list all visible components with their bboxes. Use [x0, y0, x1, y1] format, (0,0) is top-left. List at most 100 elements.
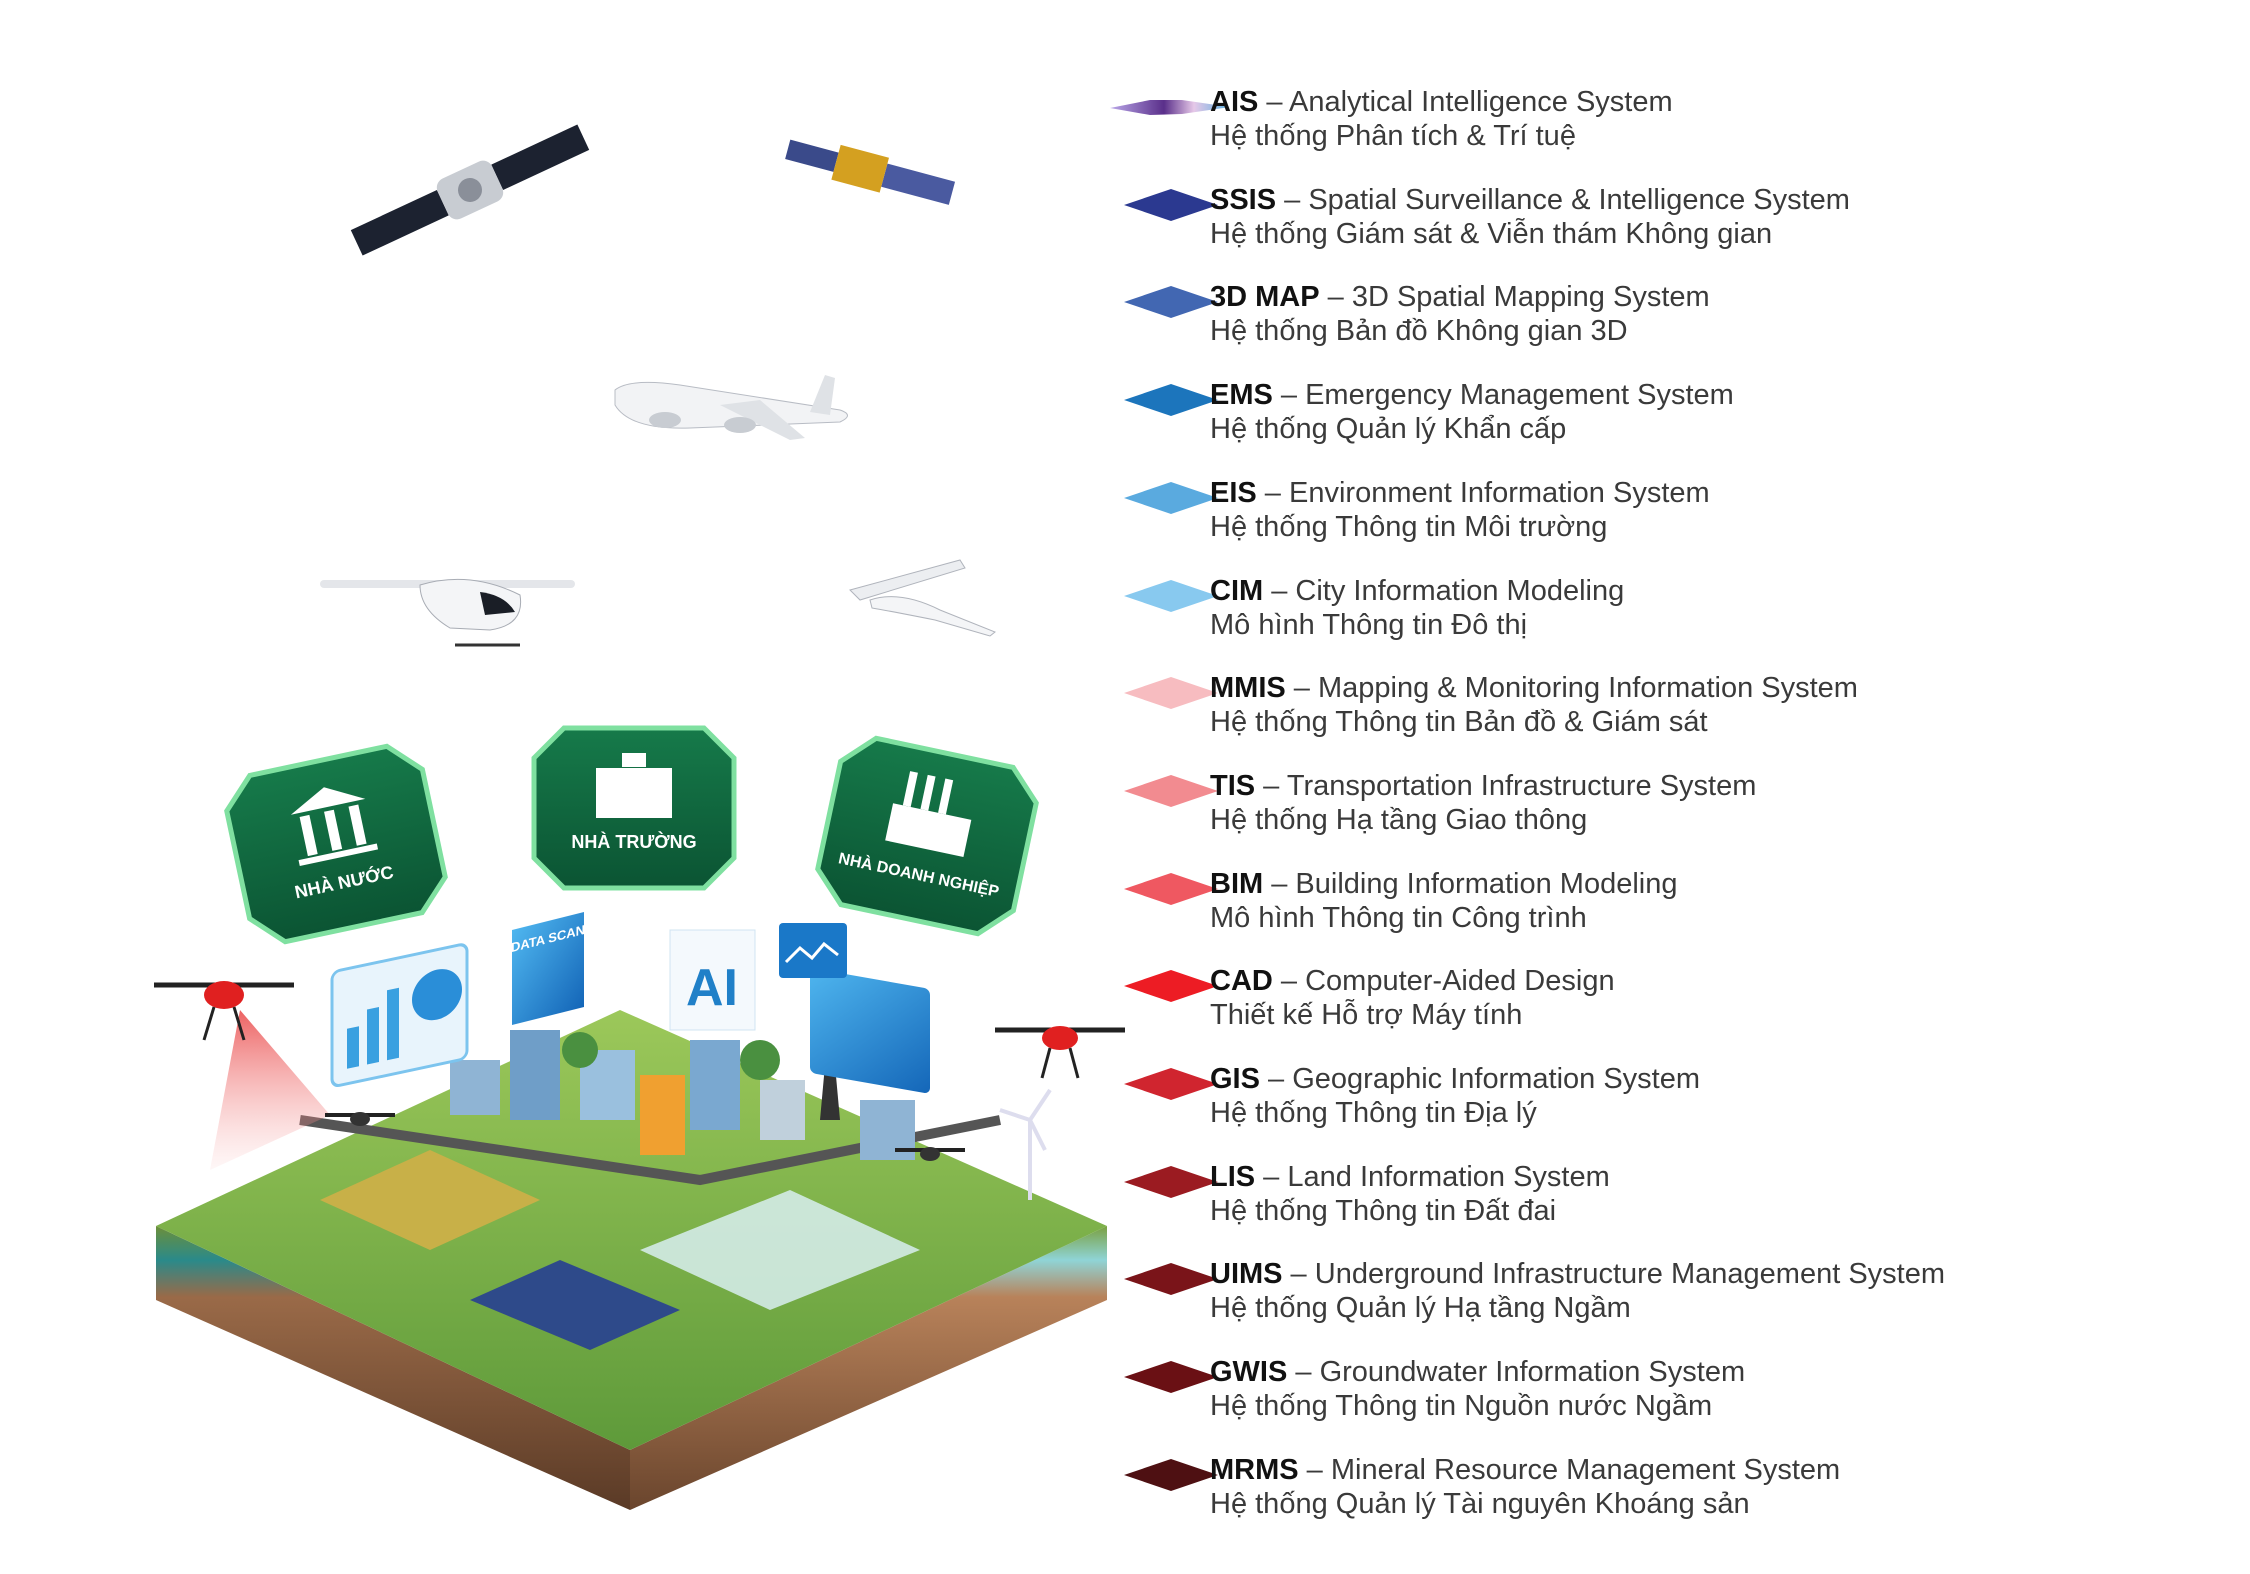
legend-vietnamese: Hệ thống Bản đồ Không gian 3D: [1210, 315, 1628, 348]
legend-item: TIS – Transportation Infrastructure Syst…: [1100, 770, 2200, 863]
layer-diamond-icon: [1124, 481, 1218, 514]
legend-name: Transportation Infrastructure System: [1286, 769, 1757, 802]
drone-icon: [154, 981, 294, 1041]
legend-code: MRMS: [1210, 1453, 1299, 1486]
legend-title: GIS – Geographic Information System: [1210, 1063, 1701, 1095]
drone-scan-beam: [210, 1010, 330, 1170]
badge-nha-nuoc: NHÀ NƯỚC: [224, 743, 448, 945]
layer-diamond-icon: [1124, 579, 1218, 612]
legend-vietnamese: Hệ thống Thông tin Đất đai: [1210, 1194, 1557, 1227]
drone-icon: [995, 1026, 1125, 1079]
ai-panel: AI: [669, 929, 756, 1031]
legend-vietnamese: Hệ thống Hạ tầng Giao thông: [1210, 803, 1588, 836]
chart-panel: [330, 943, 469, 1088]
layer-diamond-icon: [1124, 677, 1218, 710]
airplane-icon: [614, 375, 848, 440]
legend-item: UIMS – Underground Infrastructure Manage…: [1100, 1258, 2200, 1351]
legend-code: SSIS: [1210, 183, 1277, 216]
legend-name: Underground Infrastructure Management Sy…: [1314, 1258, 1946, 1291]
road: [299, 1115, 1001, 1186]
layer-diamond-icon: [1124, 970, 1218, 1003]
legend-title: BIM – Building Information Modeling: [1210, 867, 1678, 900]
legend-name: Computer-Aided Design: [1305, 965, 1615, 998]
layer-diamond-icon: [1124, 872, 1218, 905]
legend-code: EMS: [1210, 379, 1273, 412]
legend-title: EMS – Emergency Management System: [1210, 379, 1734, 412]
legend-name: Environment Information System: [1289, 476, 1710, 509]
legend-code: AIS: [1210, 86, 1259, 118]
legend-name: 3D Spatial Mapping System: [1351, 281, 1710, 314]
legend-code: TIS: [1210, 769, 1256, 802]
legend-name: Geographic Information System: [1292, 1063, 1701, 1095]
legend-name: City Information Modeling: [1295, 574, 1625, 607]
fixed-wing-drone-icon: [849, 559, 996, 637]
badge-label: NHÀ TRƯỜNG: [571, 831, 696, 852]
drone-icon: [895, 1147, 965, 1161]
legend-title: CIM – City Information Modeling: [1210, 574, 1625, 607]
system-legend: AIS – Analytical Intelligence System Hệ t…: [1100, 0, 2250, 1574]
layer-diamond-icon: [1124, 774, 1218, 807]
legend-code: CAD: [1210, 965, 1273, 998]
greenhouses: [640, 1190, 920, 1310]
legend-title: SSIS – Spatial Surveillance & Intelligen…: [1210, 183, 1850, 216]
layer-diamond-icon: [1124, 1068, 1218, 1100]
line-chart-icon: [784, 941, 839, 964]
city-buildings: [450, 1010, 915, 1160]
legend-vietnamese: Thiết kế Hỗ trợ Máy tính: [1210, 999, 1523, 1032]
legend-code: EIS: [1210, 476, 1257, 509]
layer-diamond-icon: [1124, 1458, 1218, 1491]
legend-title: MMIS – Mapping & Monitoring Information …: [1210, 672, 1858, 705]
layer-diamond-icon: [1124, 1361, 1218, 1394]
badge-nha-truong: NHÀ TRƯỜNG: [531, 725, 737, 891]
pie-chart-icon: [412, 969, 462, 1021]
analytics-panel: [779, 923, 930, 1094]
legend-name: Mapping & Monitoring Information System: [1317, 672, 1858, 705]
legend-code: 3D MAP: [1210, 281, 1320, 314]
land-block: [156, 1010, 1107, 1510]
legend-name: Spatial Surveillance & Intelligence Syst…: [1308, 183, 1850, 216]
layer-diamond-icon: [1124, 188, 1218, 221]
legend-vietnamese: Mô hình Thông tin Công trình: [1210, 901, 1587, 934]
legend-title: MRMS – Mineral Resource Management Syste…: [1210, 1453, 1841, 1486]
ai-label: AI: [686, 959, 738, 1017]
smart-city-illustration: NHÀ NƯỚC NHÀ TRƯỜNG NHÀ DOANH NGHIỆP: [154, 124, 1125, 1510]
legend-title: EIS – Environment Information System: [1210, 476, 1710, 509]
legend-name: Mineral Resource Management System: [1330, 1453, 1841, 1486]
school-building-icon: [596, 753, 672, 818]
legend-title: CAD – Computer-Aided Design: [1210, 965, 1615, 998]
legend-vietnamese: Hệ thống Quản lý Hạ tầng Ngầm: [1210, 1292, 1631, 1325]
legend-code: GWIS: [1210, 1356, 1288, 1389]
legend-code: CIM: [1210, 574, 1264, 607]
legend-name: Groundwater Information System: [1319, 1356, 1746, 1389]
legend-code: BIM: [1210, 867, 1264, 900]
legend-title: LIS – Land Information System: [1210, 1160, 1610, 1193]
legend-item: MMIS – Mapping & Monitoring Information …: [1100, 672, 2200, 765]
legend-vietnamese: Hệ thống Thông tin Nguồn nước Ngầm: [1210, 1390, 1713, 1423]
legend-title: TIS – Transportation Infrastructure Syst…: [1210, 769, 1757, 802]
legend-code: UIMS: [1210, 1258, 1283, 1291]
legend-name: Land Information System: [1287, 1160, 1610, 1193]
legend-code: MMIS: [1210, 672, 1286, 705]
legend-name: Analytical Intelligence System: [1289, 86, 1673, 118]
legend-vietnamese: Hệ thống Quản lý Khẩn cấp: [1210, 413, 1567, 446]
legend-item: SSIS – Spatial Surveillance & Intelligen…: [1100, 184, 2200, 277]
legend-vietnamese: Hệ thống Thông tin Bản đồ & Giám sát: [1210, 706, 1708, 739]
wind-turbine-icon: [999, 1088, 1052, 1200]
legend-title: UIMS – Underground Infrastructure Manage…: [1210, 1258, 1946, 1291]
legend-vietnamese: Hệ thống Thông tin Môi trường: [1210, 510, 1608, 543]
satellite-icon: [785, 139, 956, 205]
legend-title: 3D MAP – 3D Spatial Mapping System: [1210, 281, 1710, 314]
legend-title: AIS – Analytical Intelligence System: [1210, 86, 1673, 118]
crop-fields: [320, 1150, 540, 1250]
legend-vietnamese: Hệ thống Quản lý Tài nguyên Khoáng sản: [1210, 1487, 1750, 1520]
layer-diamond-icon: [1124, 384, 1218, 417]
